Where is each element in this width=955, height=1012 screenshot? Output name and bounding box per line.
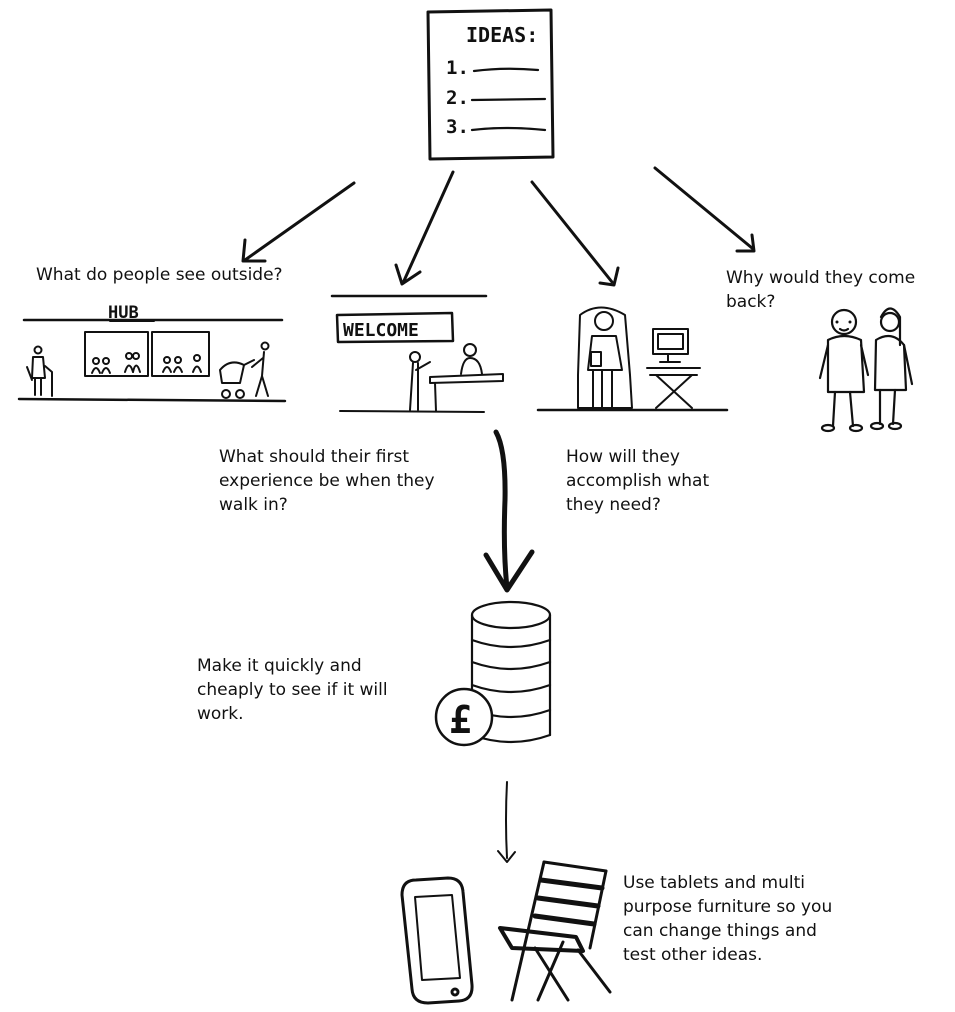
arrow-to-friends bbox=[653, 166, 756, 253]
ideas-item-1: 1. bbox=[446, 57, 469, 79]
hub-storefront-sketch: HUB bbox=[17, 303, 287, 403]
welcome-desk-sketch: WELCOME bbox=[330, 294, 504, 413]
caption-prototype: Make it quickly and cheaply to see if it… bbox=[197, 656, 388, 724]
ideas-item-2: 2. bbox=[446, 87, 469, 109]
folding-chair-icon bbox=[498, 860, 612, 1002]
pound-coin-icon: £ bbox=[434, 687, 494, 747]
ideas-card: IDEAS: 1. 2. 3. bbox=[426, 8, 555, 161]
arrow-to-furniture bbox=[497, 781, 516, 863]
pound-symbol: £ bbox=[449, 698, 472, 742]
caption-accomplish: How will they accomplish what they need? bbox=[566, 447, 710, 515]
arrow-to-desk bbox=[530, 180, 620, 287]
computer-desk-sketch bbox=[536, 306, 729, 412]
caption-flexible: Use tablets and multi purpose furniture … bbox=[623, 873, 833, 965]
tablet-icon bbox=[400, 876, 474, 1005]
hub-sign: HUB bbox=[108, 303, 139, 323]
ideas-title: IDEAS: bbox=[466, 23, 538, 47]
caption-come-back: Why would they come back? bbox=[726, 268, 916, 312]
arrow-to-welcome bbox=[394, 170, 455, 286]
welcome-sign: WELCOME bbox=[343, 320, 419, 341]
caption-outside: What do people see outside? bbox=[36, 265, 283, 285]
friends-sketch bbox=[818, 307, 914, 433]
arrow-to-coins bbox=[483, 429, 535, 593]
caption-first-experience: What should their first experience be wh… bbox=[219, 447, 435, 515]
arrow-to-outside bbox=[241, 181, 356, 263]
ideas-item-3: 3. bbox=[446, 116, 469, 138]
